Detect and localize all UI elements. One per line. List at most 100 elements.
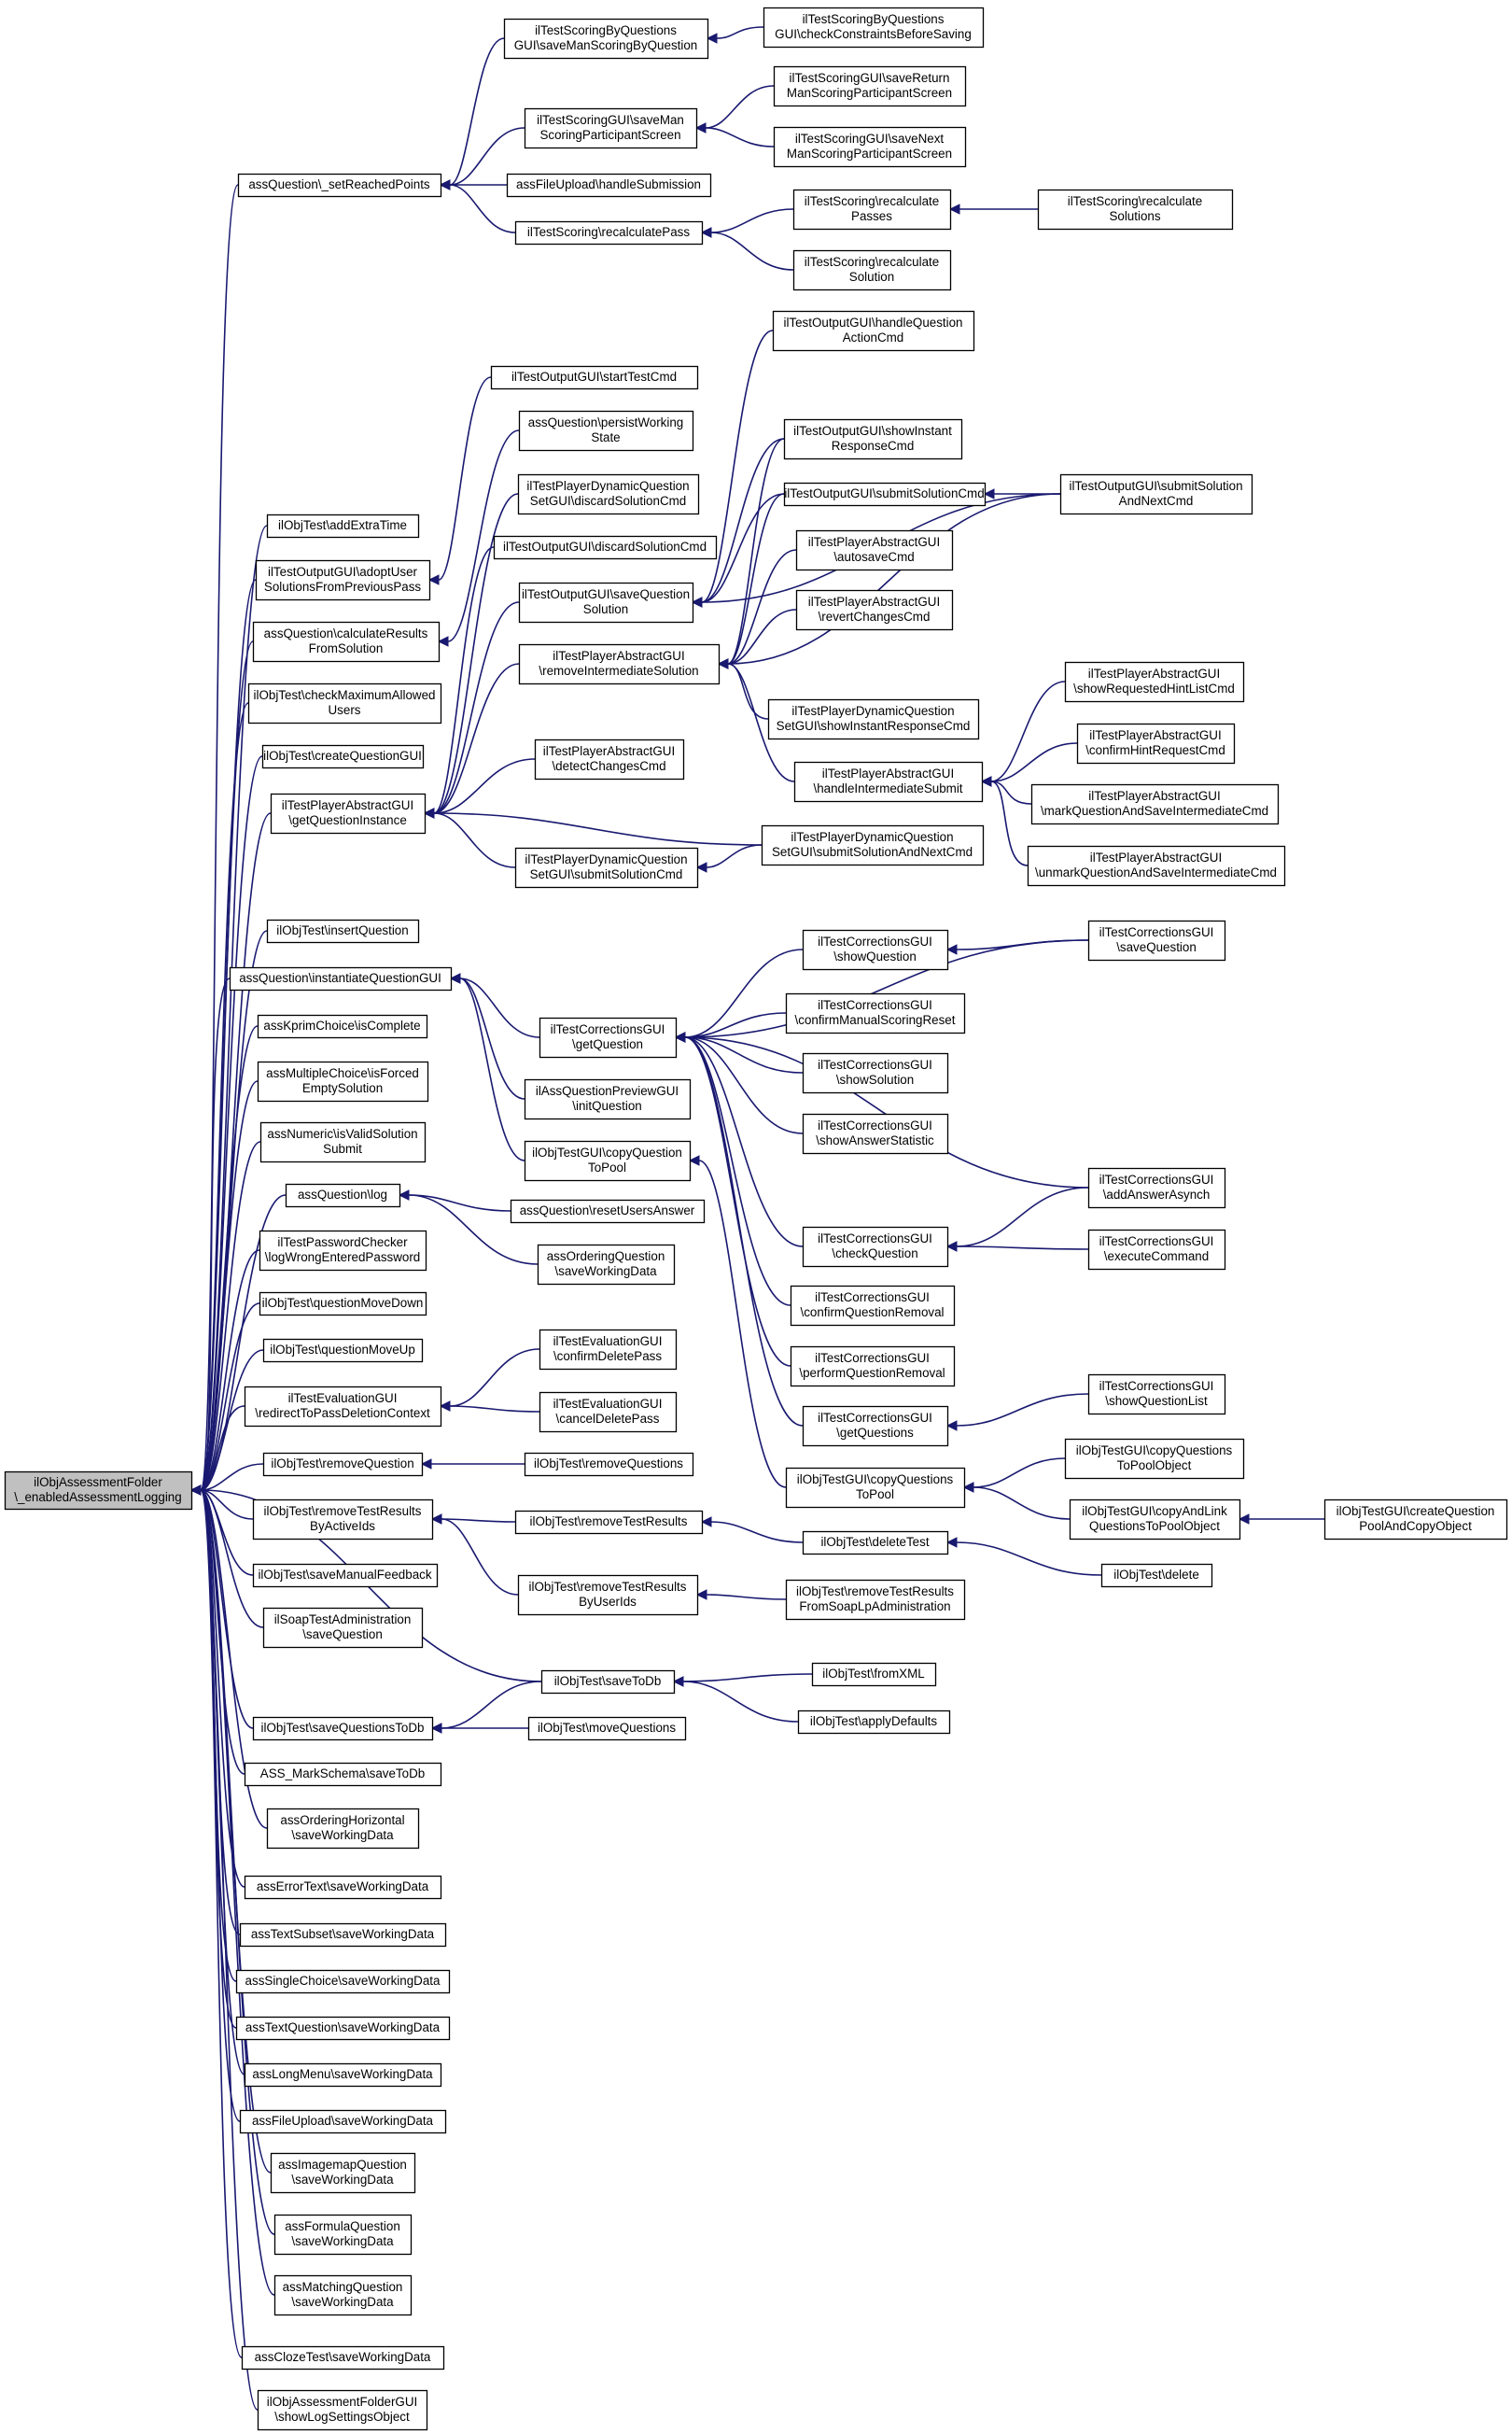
node-removeFromSoap[interactable]: ilObjTest\removeTestResultsFromSoapLpAdm… (785, 1579, 966, 1621)
node-confirmHint[interactable]: ilTestPlayerAbstractGUI\confirmHintReque… (1076, 723, 1236, 765)
node-textQuestion[interactable]: assTextQuestion\saveWorkingData (235, 2016, 451, 2041)
node-copyAndLink[interactable]: ilObjTestGUI\copyAndLinkQuestionsToPoolO… (1069, 1498, 1241, 1541)
node-createQPool[interactable]: ilObjTestGUI\createQuestionPoolAndCopyOb… (1323, 1498, 1508, 1541)
node-passwordChecker[interactable]: ilTestPasswordChecker\logWrongEnteredPas… (259, 1230, 427, 1272)
node-addExtraTime[interactable]: ilObjTest\addExtraTime (266, 514, 420, 539)
node-submitSolutionNext[interactable]: ilTestOutputGUI\submitSolutionAndNextCmd (1059, 473, 1253, 515)
node-corrConfirmRemoval[interactable]: ilTestCorrectionsGUI\confirmQuestionRemo… (790, 1285, 956, 1327)
node-markQuestion[interactable]: ilTestPlayerAbstractGUI\markQuestionAndS… (1030, 783, 1280, 825)
node-createQuestionGUI[interactable]: ilObjTest\createQuestionGUI (261, 744, 425, 769)
node-sgSaveReturn[interactable]: ilTestScoringGUI\saveReturnManScoringPar… (773, 65, 967, 107)
node-sgSaveNext[interactable]: ilTestScoringGUI\saveNextManScoringParti… (773, 126, 967, 168)
node-corrGetQuestion[interactable]: ilTestCorrectionsGUI\getQuestion (539, 1017, 678, 1059)
node-submitSolutionCmd[interactable]: ilTestOutputGUI\submitSolutionCmd (783, 482, 987, 507)
node-moveDown[interactable]: ilObjTest\questionMoveDown (259, 1291, 427, 1316)
node-saveManualFeedback[interactable]: ilObjTest\saveManualFeedback (252, 1563, 439, 1588)
node-startTestCmd[interactable]: ilTestOutputGUI\startTestCmd (490, 365, 699, 390)
node-removeQuestions[interactable]: ilObjTest\removeQuestions (524, 1452, 694, 1477)
node-corrPerformRemoval[interactable]: ilTestCorrectionsGUI\performQuestionRemo… (790, 1345, 956, 1387)
node-longMenu[interactable]: assLongMenu\saveWorkingData (244, 2062, 442, 2088)
node-fileUploadHandle[interactable]: assFileUpload\handleSubmission (506, 173, 712, 198)
node-insertQuestion[interactable]: ilObjTest\insertQuestion (266, 919, 420, 944)
node-previewInit[interactable]: ilAssQuestionPreviewGUI\initQuestion (524, 1078, 692, 1120)
node-corrAddAnswer[interactable]: ilTestCorrectionsGUI\addAnswerAsynch (1087, 1167, 1226, 1209)
node-removeIntermediate[interactable]: ilTestPlayerAbstractGUI\removeIntermedia… (518, 643, 721, 685)
node-folderGUI[interactable]: ilObjAssessmentFolderGUI\showLogSettings… (257, 2389, 428, 2431)
node-corrShowList[interactable]: ilTestCorrectionsGUI\showQuestionList (1087, 1373, 1226, 1415)
node-getQuestionInstance[interactable]: ilTestPlayerAbstractGUI\getQuestionInsta… (270, 793, 427, 835)
node-corrExecute[interactable]: ilTestCorrectionsGUI\executeCommand (1087, 1229, 1226, 1271)
node-saveToDb[interactable]: ilObjTest\saveToDb (540, 1669, 676, 1695)
node-evalRedirect[interactable]: ilTestEvaluationGUI\redirectToPassDeleti… (244, 1386, 442, 1428)
node-showRequestedHint[interactable]: ilTestPlayerAbstractGUI\showRequestedHin… (1064, 661, 1245, 703)
node-sbqSaveMan[interactable]: ilTestScoringByQuestionsGUI\saveManScori… (503, 18, 709, 60)
node-detectChanges[interactable]: ilTestPlayerAbstractGUI\detectChangesCmd (534, 739, 685, 781)
node-corrShowAnswerStat[interactable]: ilTestCorrectionsGUI\showAnswerStatistic (802, 1113, 949, 1155)
node-removeTestResults[interactable]: ilObjTest\removeTestResults (514, 1510, 704, 1535)
node-markSchema[interactable]: ASS_MarkSchema\saveToDb (244, 1762, 442, 1787)
node-kprimIsComplete[interactable]: assKprimChoice\isComplete (257, 1014, 428, 1039)
node-singleChoice[interactable]: assSingleChoice\saveWorkingData (235, 1969, 451, 1994)
node-evalConfirmDelete[interactable]: ilTestEvaluationGUI\confirmDeletePass (539, 1329, 678, 1371)
node-corrGetQuestions[interactable]: ilTestCorrectionsGUI\getQuestions (802, 1405, 949, 1447)
node-dynSubmit[interactable]: ilTestPlayerDynamicQuestionSetGUI\submit… (514, 847, 699, 889)
node-instantiateQGUI[interactable]: assQuestion\instantiateQuestionGUI (229, 966, 453, 992)
node-qLog[interactable]: assQuestion\log (285, 1183, 401, 1208)
node-delete[interactable]: ilObjTest\delete (1100, 1563, 1213, 1588)
node-corrCheckQuestion[interactable]: ilTestCorrectionsGUI\checkQuestion (802, 1226, 949, 1268)
node-removeQuestion[interactable]: ilObjTest\removeQuestion (262, 1452, 424, 1477)
node-dynDiscard[interactable]: ilTestPlayerDynamicQuestionSetGUI\discar… (517, 473, 700, 515)
node-moveUp[interactable]: ilObjTest\questionMoveUp (262, 1338, 424, 1363)
node-soapSave[interactable]: ilSoapTestAdministration\saveQuestion (262, 1607, 424, 1649)
node-saveQuestionsToDb[interactable]: ilObjTest\saveQuestionsToDb (252, 1716, 434, 1741)
node-orderingHoriz[interactable]: assOrderingHorizontal\saveWorkingData (266, 1808, 420, 1850)
node-discardSolutionCmd[interactable]: ilTestOutputGUI\discardSolutionCmd (493, 535, 718, 560)
node-evalCancelDelete[interactable]: ilTestEvaluationGUI\cancelDeletePass (539, 1391, 678, 1433)
node-errorText[interactable]: assErrorText\saveWorkingData (244, 1875, 442, 1900)
node-resetUsersAnswer[interactable]: assQuestion\resetUsersAnswer (510, 1199, 706, 1224)
node-corrShowSolution[interactable]: ilTestCorrectionsGUI\showSolution (802, 1052, 949, 1094)
node-revertChanges[interactable]: ilTestPlayerAbstractGUI\revertChangesCmd (795, 589, 954, 631)
node-autosaveCmd[interactable]: ilTestPlayerAbstractGUI\autosaveCmd (795, 529, 954, 571)
node-fromXML[interactable]: ilObjTest\fromXML (811, 1662, 937, 1687)
node-fileUploadSave[interactable]: assFileUpload\saveWorkingData (239, 2109, 447, 2134)
node-imagemap[interactable]: assImagemapQuestion\saveWorkingData (270, 2152, 416, 2194)
node-recalcPass[interactable]: ilTestScoring\recalculatePass (514, 220, 704, 246)
node-formula[interactable]: assFormulaQuestion\saveWorkingData (273, 2214, 413, 2256)
node-adoptUser[interactable]: ilTestOutputGUI\adoptUserSolutionsFromPr… (255, 559, 431, 601)
node-corrSaveQuestion[interactable]: ilTestCorrectionsGUI\saveQuestion (1087, 920, 1226, 962)
node-applyDefaults[interactable]: ilObjTest\applyDefaults (797, 1709, 951, 1735)
node-moveQuestions[interactable]: ilObjTest\moveQuestions (527, 1716, 687, 1741)
node-matching[interactable]: assMatchingQuestion\saveWorkingData (273, 2274, 413, 2316)
node-clozeTest[interactable]: assClozeTest\saveWorkingData (241, 2345, 445, 2371)
node-sgSaveMan[interactable]: ilTestScoringGUI\saveManScoringParticipa… (524, 107, 698, 149)
node-deleteTest[interactable]: ilObjTest\deleteTest (802, 1530, 949, 1555)
node-handleIntermediate[interactable]: ilTestPlayerAbstractGUI\handleIntermedia… (793, 761, 984, 803)
node-sbqCheck[interactable]: ilTestScoringByQuestionsGUI\checkConstra… (763, 7, 985, 49)
node-orderingSave[interactable]: assOrderingQuestion\saveWorkingData (537, 1244, 676, 1286)
node-showInstant[interactable]: ilTestOutputGUI\showInstantResponseCmd (783, 418, 963, 460)
node-dynShowInstant[interactable]: ilTestPlayerDynamicQuestionSetGUI\showIn… (767, 698, 980, 740)
node-unmarkQuestion[interactable]: ilTestPlayerAbstractGUI\unmarkQuestionAn… (1027, 845, 1286, 887)
node-root[interactable]: ilObjAssessmentFolder\_enabledAssessment… (4, 1470, 193, 1511)
node-dynSubmitNext[interactable]: ilTestPlayerDynamicQuestionSetGUI\submit… (761, 824, 985, 866)
node-textSubset[interactable]: assTextSubset\saveWorkingData (239, 1922, 447, 1948)
node-corrShowQuestion[interactable]: ilTestCorrectionsGUI\showQuestion (802, 929, 949, 971)
node-setReachedPoints[interactable]: assQuestion\_setReachedPoints (237, 173, 442, 198)
node-corrConfirmManual[interactable]: ilTestCorrectionsGUI\confirmManualScorin… (785, 992, 966, 1034)
